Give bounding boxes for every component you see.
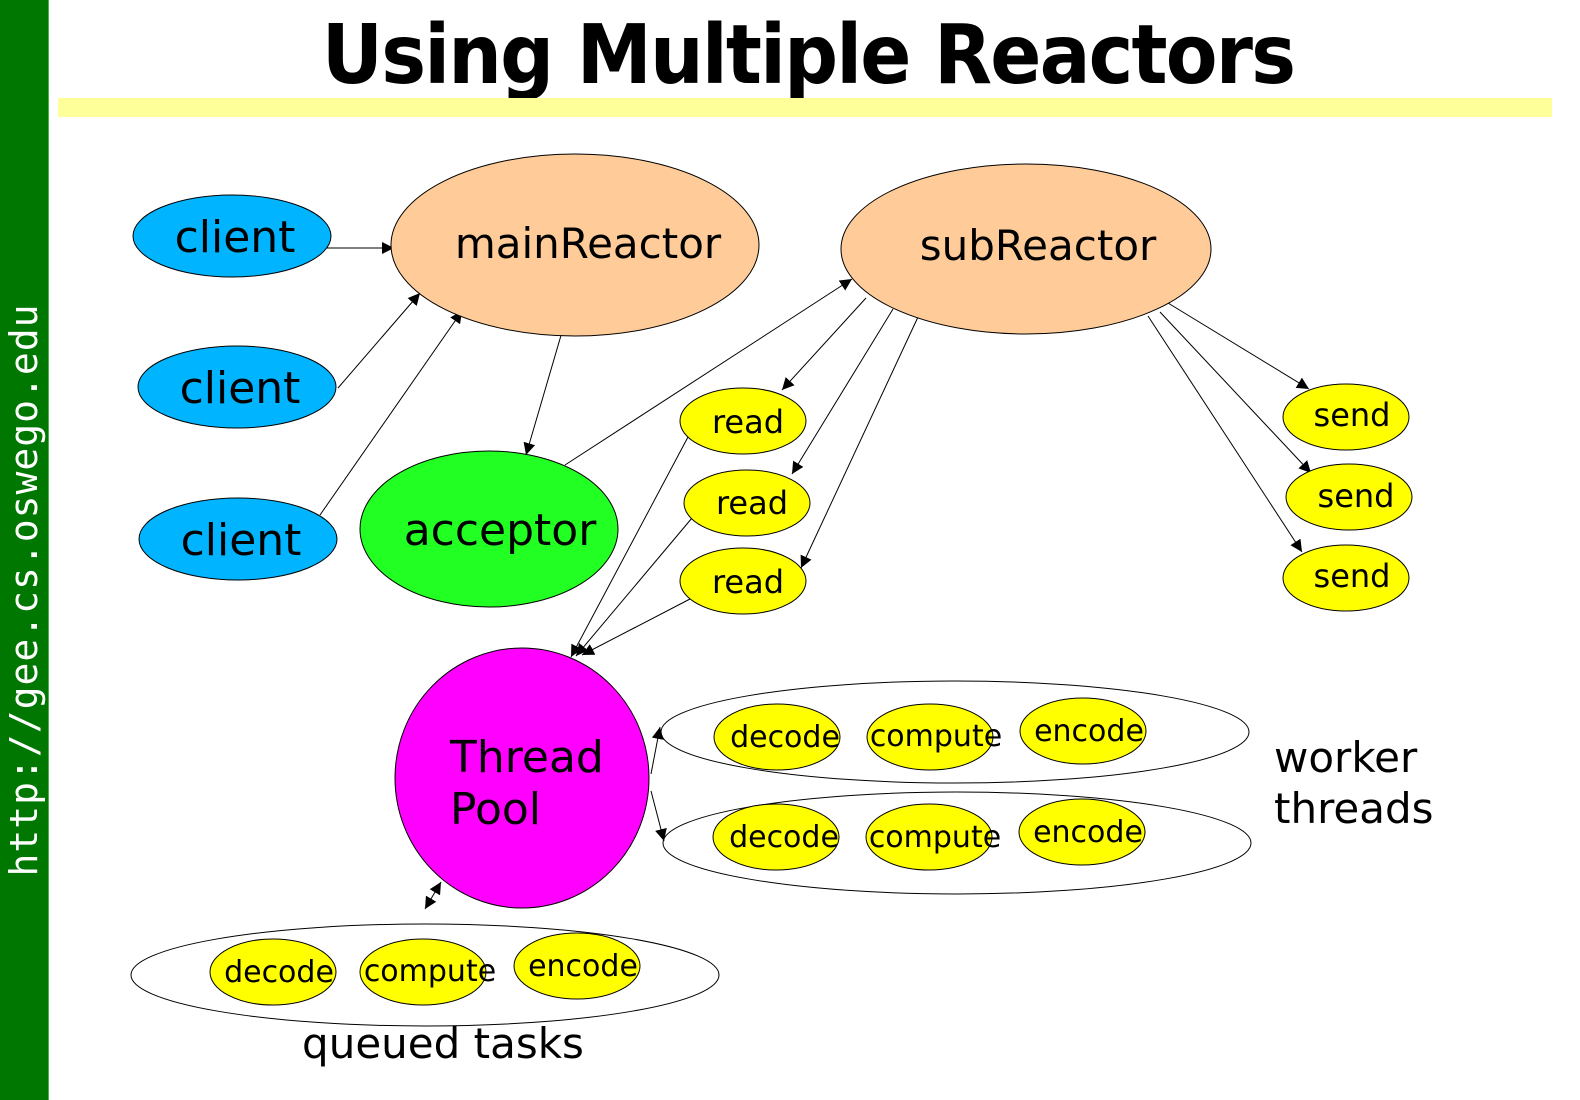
sub-reactor-label: subReactor (920, 221, 1157, 270)
client-label: client (175, 212, 296, 263)
arrow-sub-send3 (1147, 315, 1303, 553)
send-node: send (1282, 383, 1410, 451)
client-label: client (180, 363, 301, 414)
thread-pool-node: Thread Pool (394, 647, 650, 909)
arrow-pool-worker2 (650, 790, 667, 842)
decode-label: decode (224, 955, 334, 990)
sidebar: http://gee.cs.oswego.edu (0, 0, 49, 1100)
send-label: send (1318, 477, 1395, 515)
sub-reactor-node: subReactor (840, 163, 1212, 335)
client-node: client (137, 345, 337, 429)
acceptor-label: acceptor (404, 505, 598, 556)
title-underline (58, 98, 1552, 117)
acceptor-node: acceptor (359, 450, 619, 608)
arrow-sub-read1 (781, 297, 867, 391)
arrow-read1-pool (570, 436, 689, 658)
arrow-sub-send1 (1167, 302, 1310, 390)
compute-label: compute (869, 820, 1001, 855)
queued-tasks-label: queued tasks (302, 1019, 584, 1068)
connectors (316, 242, 1312, 910)
read-node: read (683, 469, 811, 537)
main-reactor-label: mainReactor (455, 219, 722, 268)
arrow-read3-pool (581, 598, 691, 656)
read-label: read (712, 403, 784, 441)
decode-label: decode (729, 820, 839, 855)
page-title: Using Multiple Reactors (321, 8, 1296, 103)
worker-thread-group: decode compute encode (662, 791, 1252, 895)
arrow-main-acceptor (523, 331, 563, 456)
arrow-pool-worker1 (650, 726, 664, 775)
thread-pool-label-line1: Thread (449, 732, 604, 783)
arrow-acceptor-sub (564, 278, 853, 466)
thread-pool-label-line2: Pool (450, 784, 541, 835)
arrow-read2-pool (575, 517, 693, 657)
read-node: read (679, 387, 807, 455)
decode-label: decode (730, 720, 840, 755)
read-label: read (716, 484, 788, 522)
compute-label: compute (364, 954, 496, 989)
send-label: send (1314, 396, 1391, 434)
arrow-sub-read2 (791, 308, 894, 475)
compute-label: compute (870, 719, 1002, 754)
read-label: read (712, 563, 784, 601)
encode-label: encode (1034, 714, 1144, 749)
arrow-client3-main (319, 310, 463, 516)
arrow-pool-queue (424, 881, 442, 910)
encode-label: encode (528, 949, 638, 984)
send-node: send (1282, 544, 1410, 612)
main-reactor-node: mainReactor (390, 153, 760, 337)
worker-thread-group: decode compute encode (660, 680, 1250, 784)
worker-threads-label-line1: worker (1274, 733, 1418, 782)
arrow-sub-send2 (1159, 311, 1312, 474)
send-label: send (1314, 557, 1391, 595)
client-node: client (132, 194, 332, 278)
queued-task-group: decode compute encode (130, 923, 720, 1027)
send-node: send (1285, 463, 1413, 531)
read-node: read (679, 547, 807, 615)
arrow-client2-main (337, 292, 421, 389)
client-node: client (138, 497, 338, 581)
arrow-sub-read3 (800, 316, 919, 569)
worker-threads-label-line2: threads (1274, 784, 1434, 833)
client-label: client (181, 515, 302, 566)
encode-label: encode (1033, 815, 1143, 850)
